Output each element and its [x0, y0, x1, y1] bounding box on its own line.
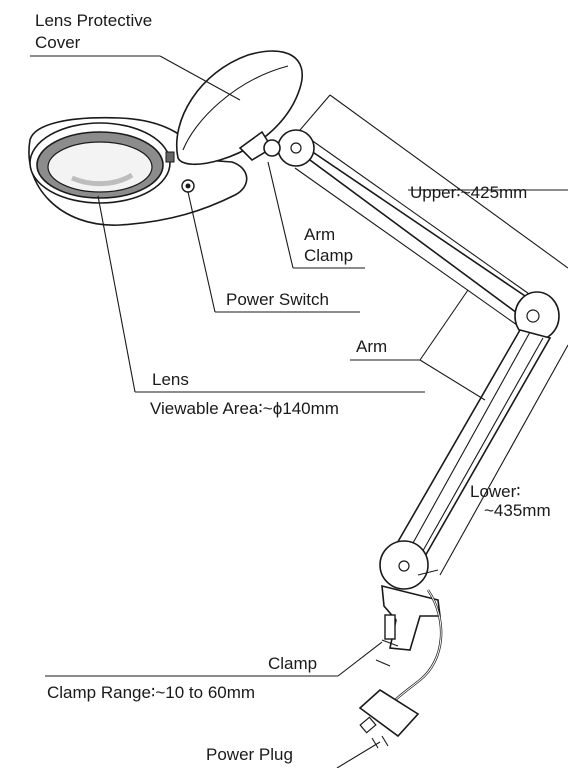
label-lens-protective-cover-line2: Cover	[35, 33, 81, 52]
label-viewable-area: Viewable Area∶~ϕ140mm	[150, 399, 339, 418]
label-power-plug: Power Plug	[206, 745, 293, 764]
power-plug	[358, 689, 420, 749]
label-upper-length: Upper∶~425mm	[410, 183, 527, 202]
label-arm: Arm	[356, 337, 387, 356]
base-clamp	[375, 540, 441, 667]
label-arm-clamp-line1: Arm	[304, 225, 335, 244]
label-clamp-range: Clamp Range∶~10 to 60mm	[47, 683, 255, 702]
label-arm-clamp-line2: Clamp	[304, 246, 353, 265]
elbow-joint	[514, 291, 560, 341]
lower-arm	[390, 329, 552, 559]
label-lens: Lens	[152, 370, 189, 389]
label-lower-length-line2: ~435mm	[484, 501, 551, 520]
upper-arm	[263, 129, 542, 333]
label-clamp: Clamp	[268, 654, 317, 673]
label-power-switch: Power Switch	[226, 290, 329, 309]
label-lower-length-line1: Lower∶	[470, 482, 521, 501]
label-lens-protective-cover-line1: Lens Protective	[35, 11, 152, 30]
lamp-head	[28, 116, 248, 226]
